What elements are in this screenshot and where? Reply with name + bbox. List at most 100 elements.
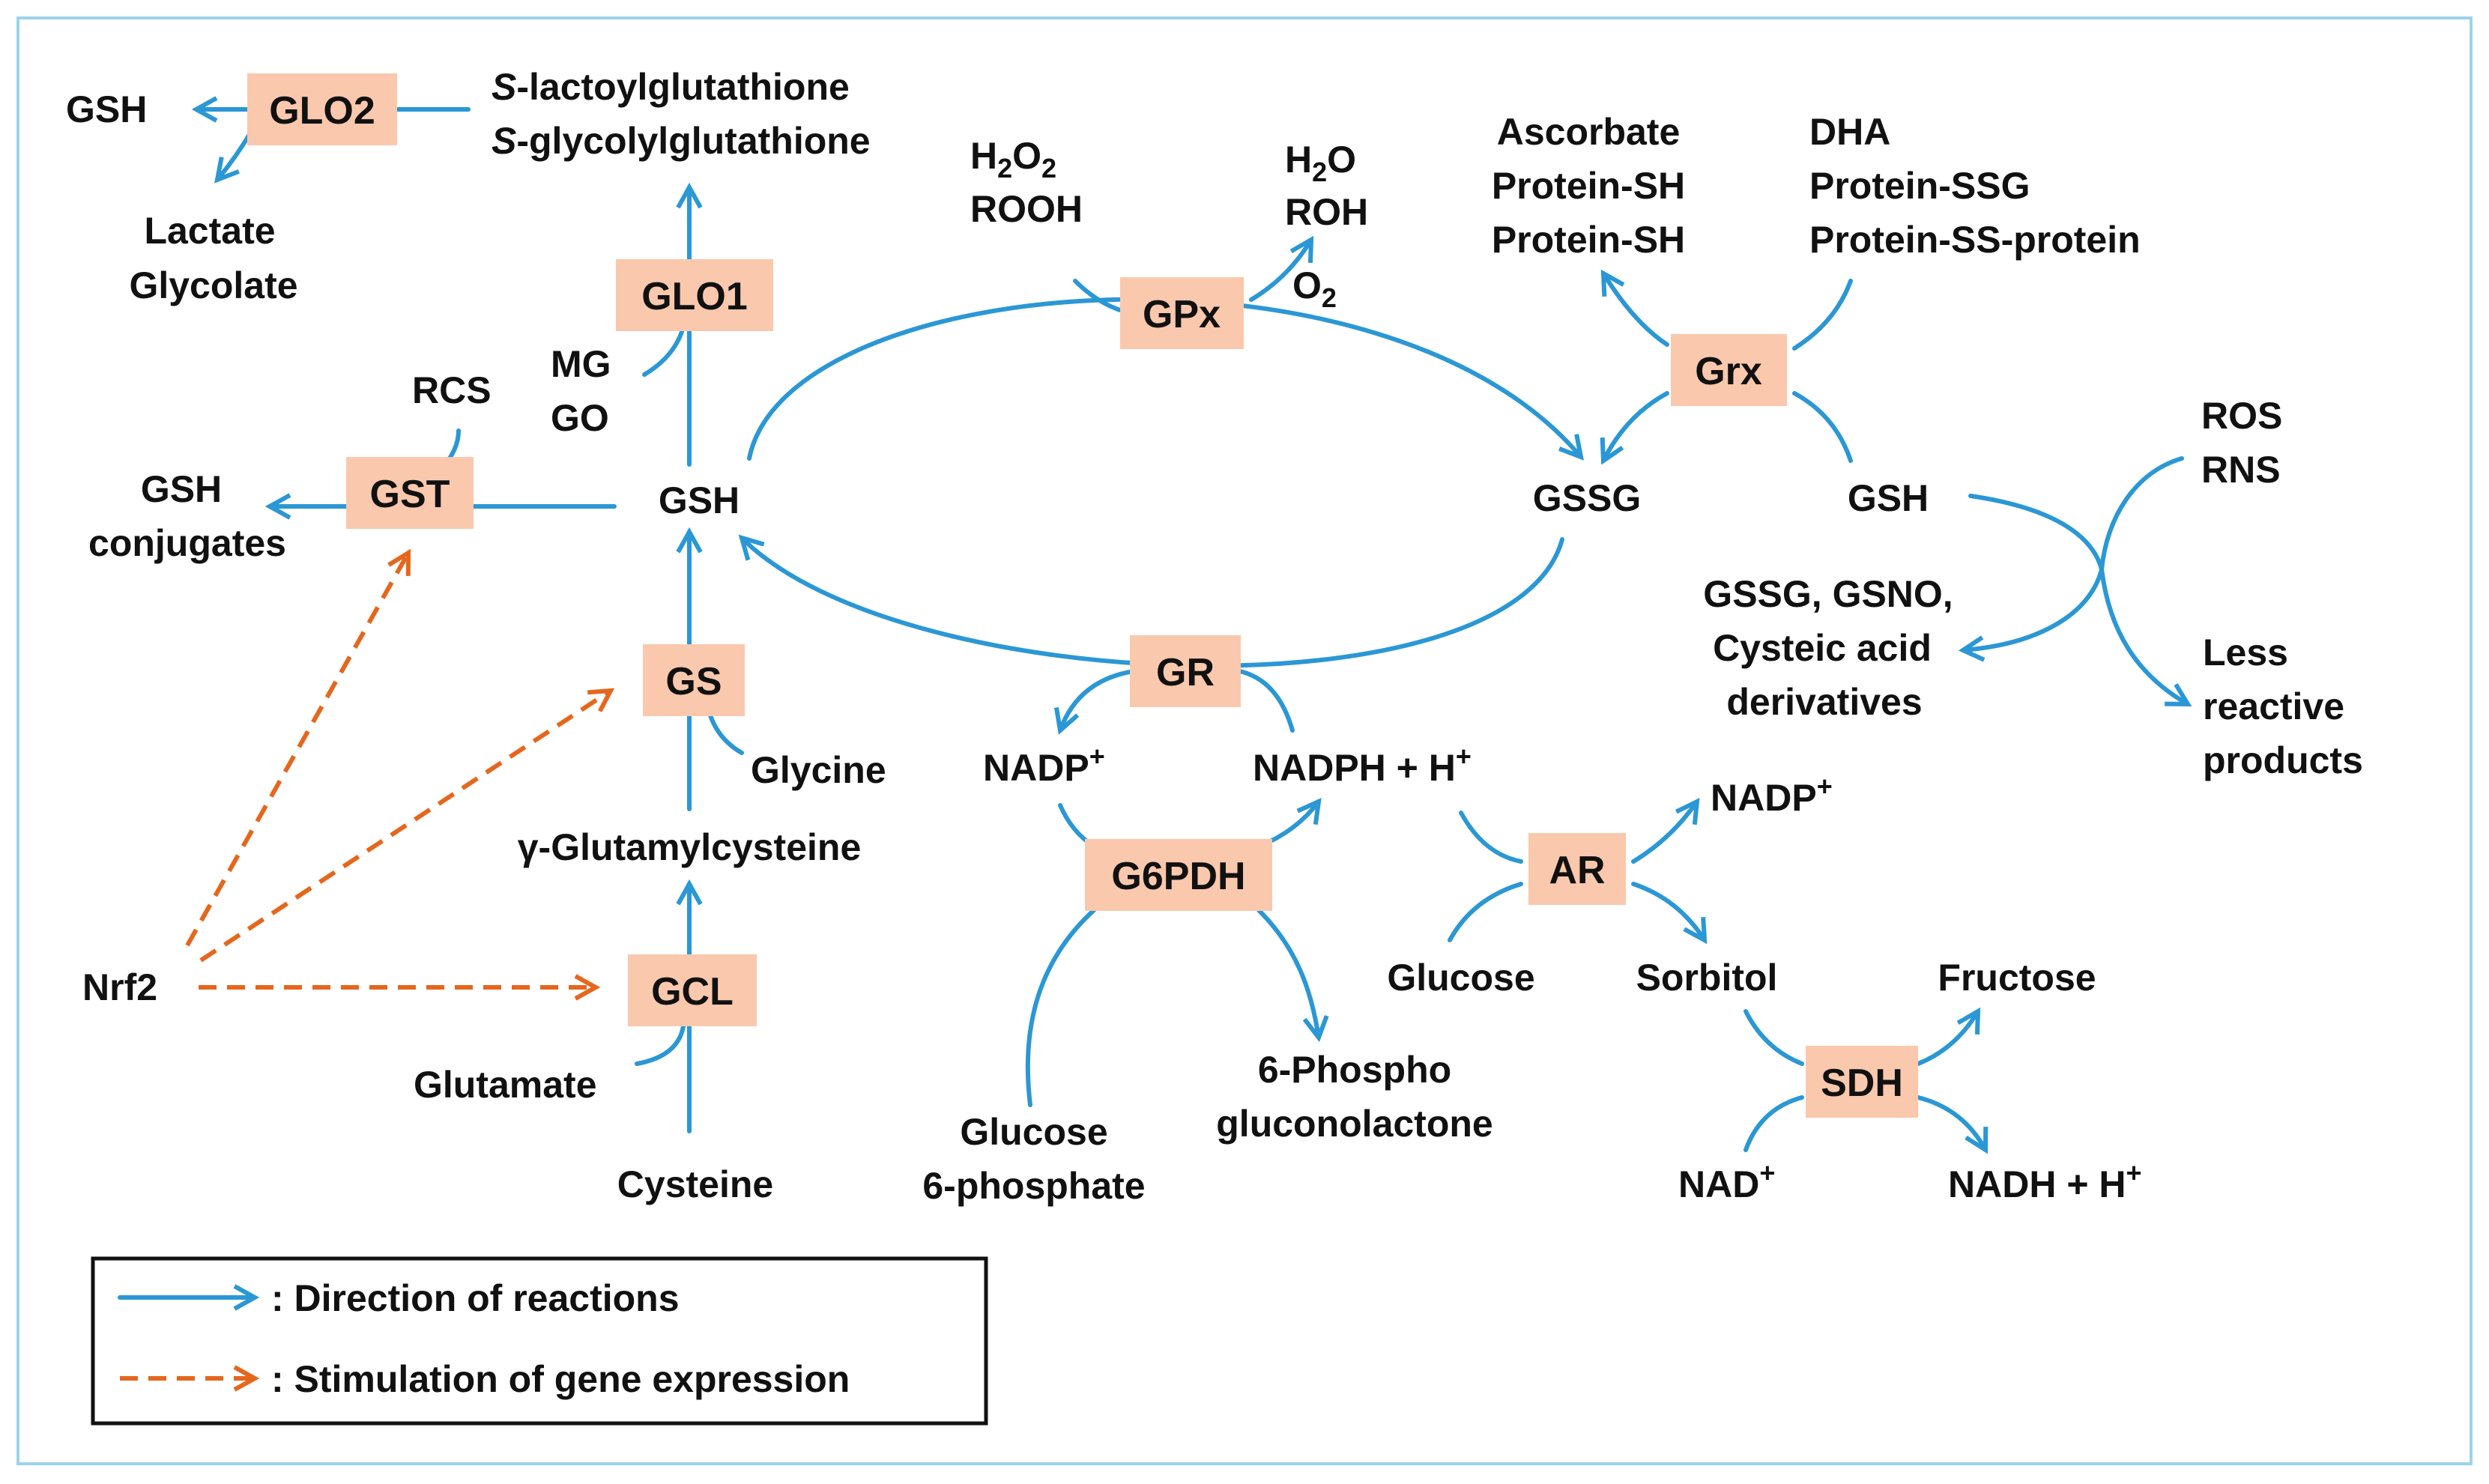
stim-arrow-to-gst	[185, 553, 408, 947]
label-nadh: NADH + H+	[1948, 1157, 2142, 1205]
label-h2o: H2O	[1285, 139, 1356, 187]
label-gssg: GSSG	[1533, 477, 1641, 519]
arrow-to-less-reactive	[2099, 567, 2188, 704]
stimulation-arrows	[185, 553, 611, 987]
enzyme-sdh: SDH	[1806, 1046, 1918, 1118]
label-mg: MG	[551, 343, 611, 385]
arrow-gr-to-nadp	[1060, 668, 1141, 730]
label-gamma-glutamylcysteine: γ-Glutamylcysteine	[518, 826, 862, 868]
label-rcs: RCS	[412, 369, 492, 411]
italic-s-2: S	[492, 120, 516, 162]
label-cysteine: Cysteine	[617, 1163, 773, 1205]
arrow-grx-to-ascorbate	[1603, 273, 1669, 347]
enzyme-label-ar: AR	[1549, 849, 1605, 892]
label-6-phosphogluconolactone-2: gluconolactone	[1216, 1103, 1493, 1145]
legend-stimulation-label: : Stimulation of gene expression	[271, 1358, 850, 1400]
nad-sup: +	[1759, 1157, 1775, 1188]
enzyme-label-gcl: GCL	[651, 970, 734, 1014]
nadh-text: NADH + H	[1948, 1163, 2126, 1205]
curve-ros-in	[2099, 456, 2184, 572]
curve-glucose-in	[1448, 882, 1523, 942]
italic-s-1: S	[492, 66, 516, 108]
enzyme-gpx: GPx	[1120, 277, 1244, 349]
h2o2-h: H	[970, 135, 997, 177]
label-glucose: Glucose	[1387, 957, 1534, 999]
curve-nadph-to-ar	[1459, 811, 1523, 864]
text-lactoyl: -lactoylglutathione	[516, 66, 849, 108]
h2o2-o: O	[1012, 135, 1041, 177]
label-cysteic-acid: Cysteic acid	[1713, 627, 1932, 669]
enzyme-gr: GR	[1130, 635, 1241, 707]
label-rns: RNS	[2201, 449, 2281, 491]
label-gsh-topleft: GSH	[66, 88, 147, 130]
nadh-sup: +	[2126, 1157, 2142, 1188]
label-rooh: ROOH	[970, 188, 1083, 230]
label-nadph-gr: NADPH + H+	[1253, 741, 1472, 789]
enzyme-label-gpx: GPx	[1143, 293, 1221, 336]
label-nrf2: Nrf2	[82, 966, 157, 1008]
curve-dha-in	[1792, 279, 1853, 351]
arrow-sdh-to-nadh	[1916, 1095, 1986, 1150]
nadp-gr-text: NADP	[983, 747, 1089, 789]
arrow-to-lactate	[217, 130, 253, 180]
label-gsh-conjugates-1: GSH	[141, 468, 222, 510]
cycle-top-arc	[747, 297, 1581, 461]
enzyme-label-glo2: GLO2	[269, 89, 375, 133]
label-h2o2: H2O2	[970, 135, 1056, 184]
h2o-h: H	[1285, 139, 1312, 181]
label-glycine: Glycine	[751, 749, 886, 791]
arrow-to-gssg-gsno	[1963, 567, 2104, 650]
label-nad: NAD+	[1678, 1157, 1775, 1205]
label-protein-ss-protein: Protein-SS-protein	[1809, 219, 2141, 261]
label-o2: O2	[1292, 264, 1337, 313]
h2o2-sub2: 2	[1041, 153, 1056, 184]
enzyme-label-grx: Grx	[1695, 350, 1762, 393]
enzyme-g6pdh: G6PDH	[1085, 839, 1272, 911]
enzyme-label-sdh: SDH	[1821, 1061, 1903, 1105]
nadp-gr-sup: +	[1089, 741, 1105, 772]
label-gsh-right: GSH	[1848, 477, 1929, 519]
label-glucose-6-phosphate-2: 6-phosphate	[922, 1165, 1145, 1207]
nadph-gr-sup: +	[1456, 741, 1472, 772]
h2o-sub: 2	[1312, 157, 1327, 187]
arrow-ar-to-nadp	[1631, 802, 1697, 864]
label-nadp-gr: NADP+	[983, 741, 1105, 789]
label-protein-ssg: Protein-SSG	[1809, 165, 2030, 207]
enzyme-label-gs: GS	[665, 660, 722, 703]
arrow-gpx-out	[1249, 240, 1311, 302]
stim-arrow-to-gs	[199, 691, 611, 963]
nadp-ar-text: NADP	[1711, 777, 1817, 819]
nadp-ar-sup: +	[1817, 771, 1833, 802]
label-roh: ROH	[1285, 191, 1368, 233]
label-ros: ROS	[2201, 395, 2282, 437]
enzyme-label-g6pdh: G6PDH	[1111, 855, 1245, 898]
enzyme-grx: Grx	[1671, 334, 1787, 406]
curve-sorbitol-in	[1743, 1009, 1804, 1066]
curve-nadph-in-gr	[1234, 668, 1295, 733]
label-ascorbate: Ascorbate	[1497, 111, 1681, 153]
label-s-glycolylglutathione: S-glycolylglutathione	[492, 120, 871, 162]
figure-frame	[16, 16, 2473, 1465]
enzyme-glo1: GLO1	[616, 259, 773, 331]
curve-nad-in	[1743, 1095, 1804, 1152]
label-protein-sh-1: Protein-SH	[1492, 165, 1685, 207]
label-glutamate: Glutamate	[414, 1064, 597, 1106]
label-glycolate: Glycolate	[129, 264, 297, 306]
enzyme-gst: GST	[346, 457, 474, 529]
nadph-gr-text: NADPH + H	[1253, 747, 1456, 789]
enzyme-gs: GS	[643, 644, 745, 716]
curve-g6p-in	[1025, 908, 1096, 1107]
label-derivatives: derivatives	[1726, 681, 1922, 723]
label-protein-sh-2: Protein-SH	[1492, 219, 1685, 261]
label-s-lactoylglutathione: S-lactoylglutathione	[492, 66, 850, 108]
enzyme-label-gst: GST	[370, 473, 450, 516]
legend: : Direction of reactions : Stimulation o…	[91, 1256, 988, 1426]
h2o2-sub1: 2	[997, 153, 1012, 184]
label-gsh-conjugates-2: conjugates	[88, 522, 286, 564]
label-products: products	[2203, 739, 2363, 781]
label-go: GO	[551, 397, 609, 439]
o2-o: O	[1292, 264, 1322, 306]
label-glucose-6-phosphate-1: Glucose	[960, 1111, 1107, 1153]
label-lactate: Lactate	[144, 210, 275, 252]
curve-gsh-right-in	[1792, 391, 1853, 463]
